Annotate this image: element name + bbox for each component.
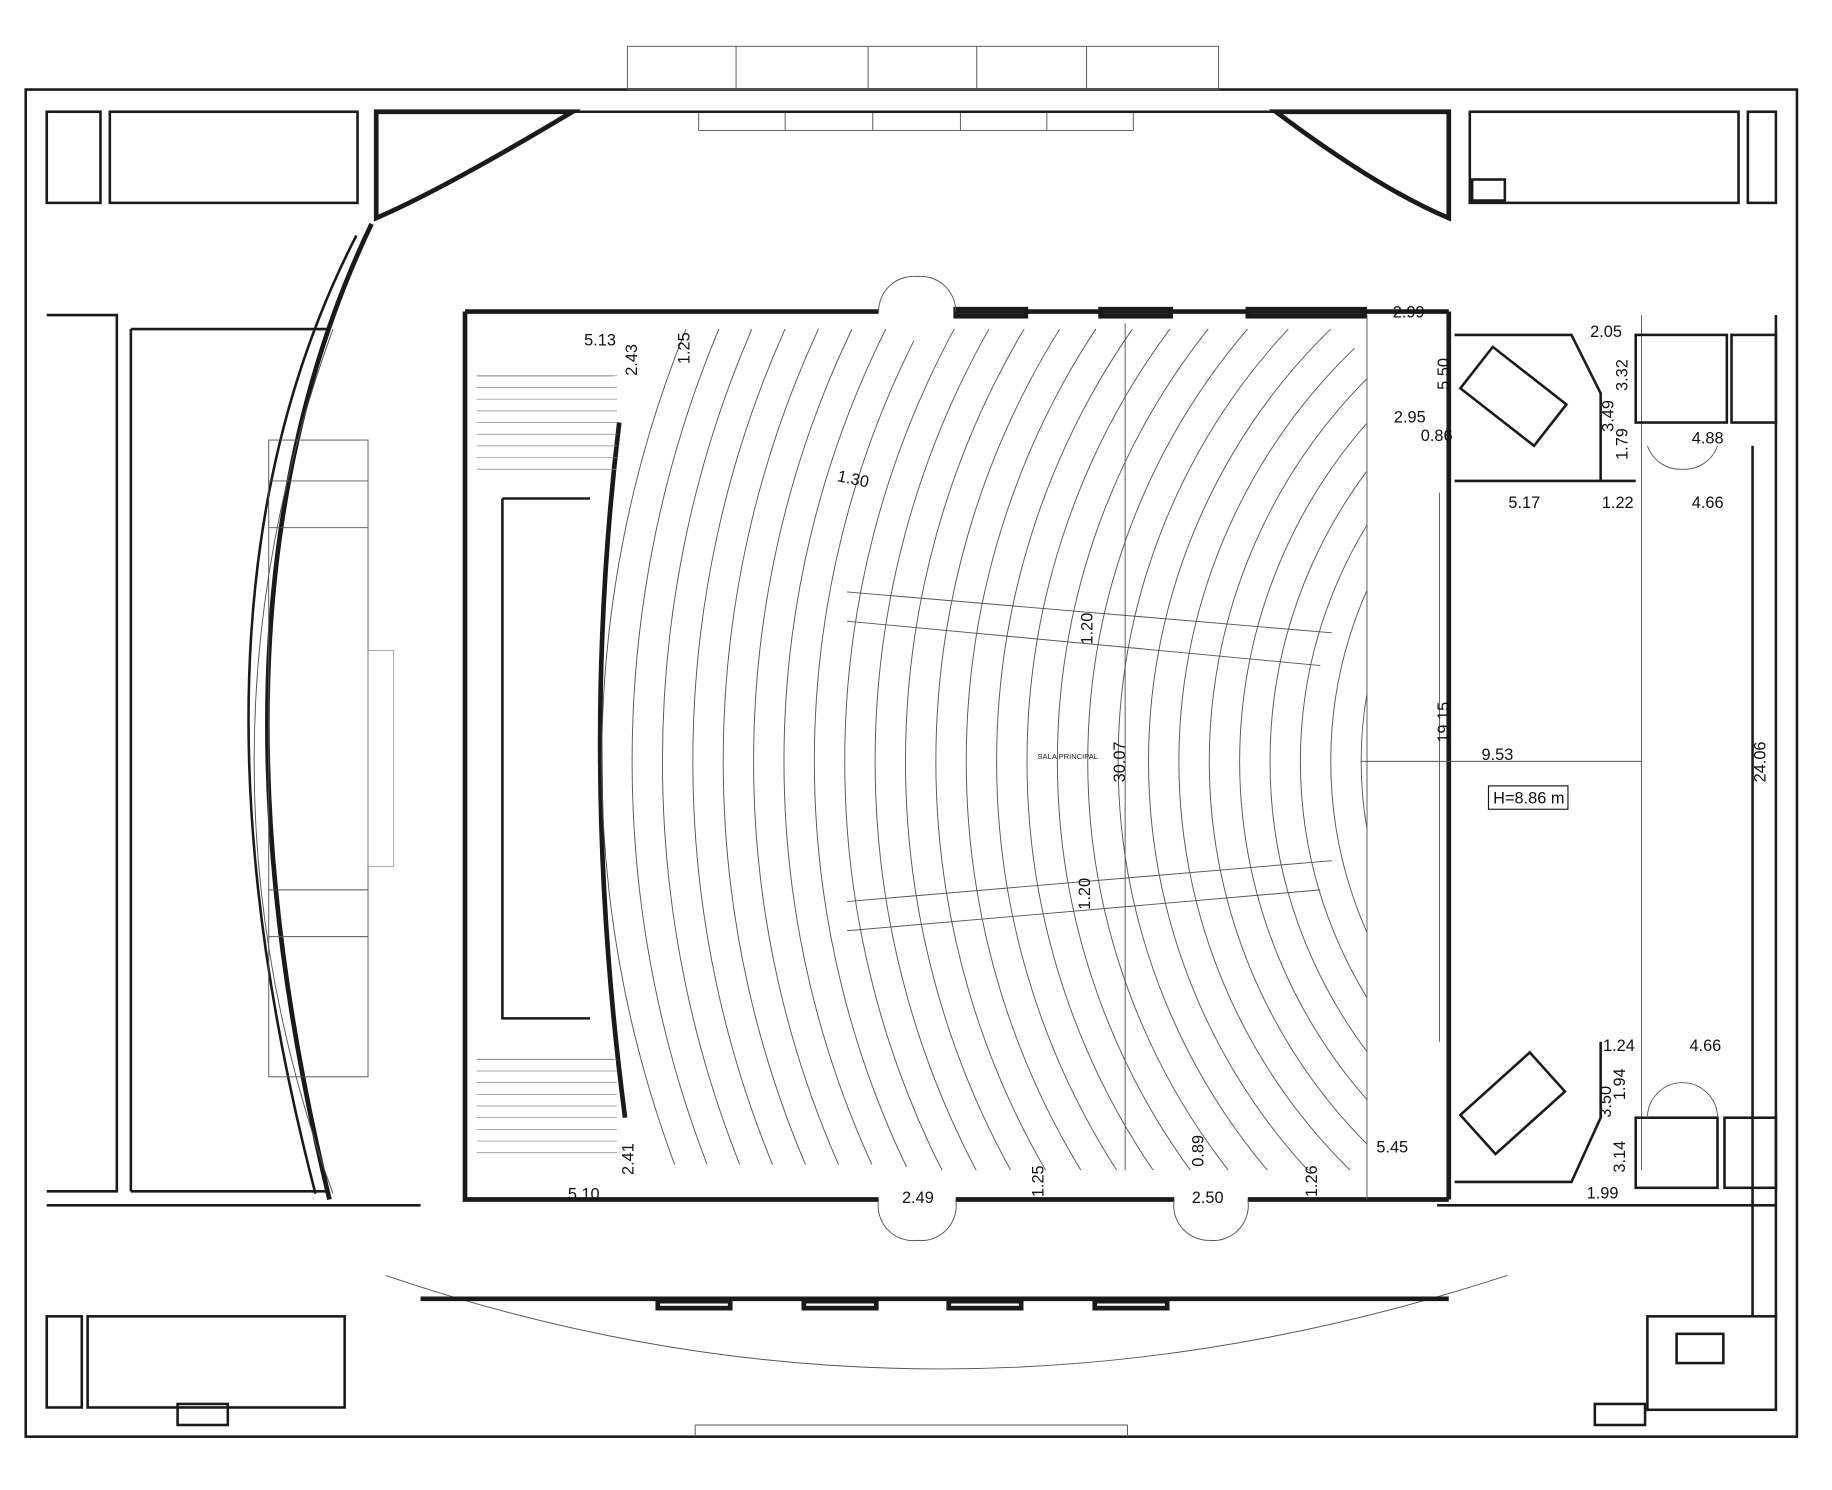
seat-row [722, 328, 819, 1171]
height-note: H=8.86 m [1493, 789, 1564, 807]
dim-label: 2.05 [1590, 323, 1622, 341]
seat-row [1330, 457, 1367, 1066]
dim-label: 4.66 [1689, 1037, 1721, 1055]
dim-label: 1.22 [1602, 494, 1634, 512]
dim-label: 2.41 [619, 1143, 637, 1175]
main-hall [462, 306, 1778, 1311]
dim-label: 2.49 [902, 1189, 934, 1207]
dim-label: 1.30 [836, 467, 871, 491]
seat-row [844, 328, 955, 1171]
outer-walls [24, 45, 1799, 1438]
dim-label: 3.32 [1614, 359, 1632, 391]
seat-row [1148, 328, 1331, 1171]
dim-label: 5.45 [1376, 1139, 1408, 1157]
dim-label: 2.99 [1393, 303, 1425, 321]
dim-label: 4.66 [1692, 494, 1724, 512]
seat-row [662, 328, 753, 1171]
dim-label: 3.49 [1600, 400, 1618, 432]
doors [877, 275, 1718, 1242]
dim-label: 1.20 [1076, 878, 1094, 910]
dim-label: 1.94 [1611, 1068, 1629, 1100]
dim-label: 5.10 [568, 1185, 600, 1203]
seat-row [1239, 391, 1367, 1131]
seating-rows [601, 328, 1367, 1171]
dim-label: 5.50 [1435, 358, 1453, 390]
dim-label: 0.89 [1189, 1135, 1207, 1167]
dim-label: 1.79 [1614, 428, 1632, 460]
seat-row [1178, 347, 1355, 1171]
dim-label: 2.50 [1192, 1189, 1224, 1207]
dim-label: 1.25 [1029, 1165, 1047, 1197]
seat-row [1087, 328, 1248, 1171]
seat-row [1117, 328, 1289, 1171]
dim-label: 1.24 [1603, 1037, 1635, 1055]
seat-row [1056, 328, 1209, 1171]
seat-row [1299, 435, 1367, 1088]
dim-label: 1.99 [1587, 1184, 1619, 1202]
seat-row [1360, 479, 1367, 1044]
dim-label: 30.07 [1111, 741, 1129, 782]
dim-label: 5.13 [584, 331, 616, 349]
dim-label: 1.26 [1303, 1165, 1321, 1197]
dim-label: 24.06 [1751, 741, 1769, 782]
seat-row [1026, 328, 1171, 1171]
seat-row [1269, 413, 1367, 1110]
dim-label: 3.14 [1611, 1141, 1629, 1173]
seat-row [753, 328, 853, 1171]
seat-row [935, 328, 1061, 1171]
dim-label: 9.53 [1481, 746, 1513, 764]
dim-label: 4.88 [1692, 430, 1724, 448]
seat-row [965, 328, 1097, 1171]
seat-row [692, 328, 786, 1171]
room-label: SALA PRINCIPAL [1038, 752, 1099, 761]
dim-label: 3.50 [1597, 1086, 1615, 1118]
seat-row [813, 328, 921, 1171]
seat-row [601, 328, 687, 1171]
seat-row [1208, 369, 1367, 1153]
seat-row [996, 328, 1133, 1171]
seat-row [905, 328, 1025, 1171]
dim-label: 2.43 [623, 344, 641, 376]
dim-label: 0.86 [1421, 427, 1453, 445]
dim-label: 5.17 [1508, 494, 1540, 512]
dim-label: 1.25 [675, 332, 693, 364]
seat-row [631, 328, 720, 1171]
seat-row [874, 328, 990, 1171]
dim-label: 1.20 [1078, 613, 1096, 645]
seat-row [783, 328, 887, 1171]
dim-label: 2.95 [1394, 409, 1426, 427]
dim-label: 19.15 [1435, 702, 1453, 743]
foyer-curves [247, 109, 1508, 1370]
dimension-labels: 5.13 2.43 1.25 1.30 1.20 1.20 SALA PRINC… [568, 303, 1770, 1207]
